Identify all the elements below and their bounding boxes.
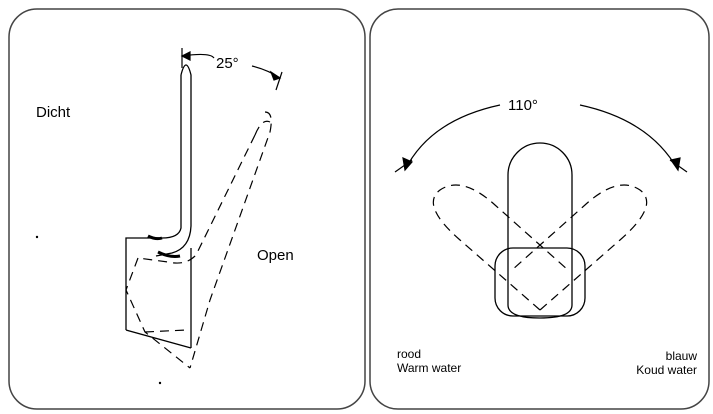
angle-arc-25 xyxy=(180,48,283,91)
left-panel-frame xyxy=(8,8,366,410)
closed-label: Dicht xyxy=(36,104,71,121)
base-rounded-square xyxy=(494,247,586,317)
angle-label-110: 110° xyxy=(508,97,538,114)
open-lever-side-view xyxy=(125,111,272,369)
cold-color-label: blauw xyxy=(665,349,697,363)
open-label: Open xyxy=(257,247,294,264)
angle-label-25: 25° xyxy=(216,55,239,72)
lever-top-view-right-rotated xyxy=(511,184,648,311)
warm-water-label: Warm water xyxy=(397,361,462,375)
stray-dot xyxy=(158,381,162,385)
angle-arc-110 xyxy=(394,104,688,173)
closed-lever-side-view xyxy=(125,64,192,349)
warm-color-label: rood xyxy=(397,347,422,361)
lever-top-view-left-rotated xyxy=(432,184,569,311)
right-panel-frame xyxy=(369,8,710,410)
stray-dot xyxy=(35,235,39,239)
lever-top-view-center xyxy=(507,142,573,319)
cold-water-label: Koud water xyxy=(636,363,697,377)
